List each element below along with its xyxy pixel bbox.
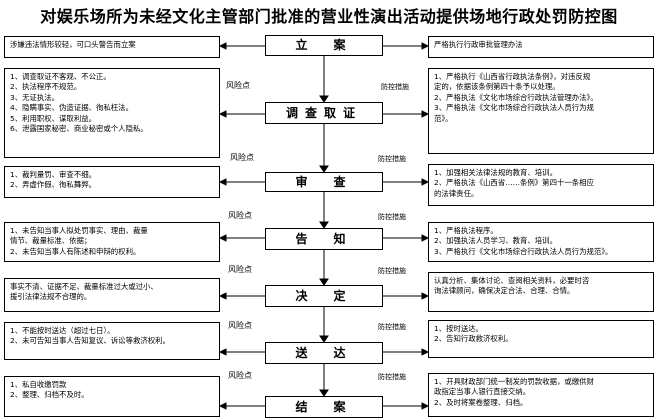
control-box-investigation: 1、严格执行《山西省行政执法条例》，对违反规 定的，依据该条例第四十条予以处理。…: [428, 68, 654, 154]
risk-line: 1、裁判量罚、审查不细。: [10, 170, 97, 179]
control-box-review: 1、加强相关法律法规的教育、培训。 2、严格执法《山西省……条例》第四十一条相应…: [428, 164, 654, 206]
control-line: 1、严格执行《山西省行政执法条例》，对违反规: [434, 72, 591, 81]
risk-line: 援引法律法规不合理的。: [10, 292, 92, 302]
control-line: 1、严格执法程序。: [434, 226, 498, 235]
risk-line: 事实不清、证据不足、裁量标准过大或过小、: [10, 282, 158, 291]
control-line: 1、开具财政部门统一制发的罚款收据，或缴供财: [434, 377, 594, 386]
stage-notice: 告 知: [265, 228, 383, 250]
control-label: 防控措施: [378, 213, 406, 221]
control-box-delivery: 1、按时送达。 2、告知行政救济权利。: [428, 320, 654, 358]
control-line: 2、加强执法人员学习、教育、培训。: [434, 236, 557, 246]
risk-box-review: 1、裁判量罚、审查不细。 2、弄虚作假、徇私舞弊。: [4, 166, 220, 198]
risk-line: 4、隐瞒事实、伪造证据、徇私枉法。: [10, 103, 133, 113]
stage-closing: 结 案: [265, 396, 383, 418]
control-line: 认真分析、集体讨论、查阅相关资料，必要时咨: [434, 276, 590, 285]
control-label: 防控措施: [378, 155, 406, 163]
control-line: 3、严格执行《文化市场综合行政执法人员行为规范》。: [434, 246, 613, 256]
control-line: 2、严格执法《文化市场综合行政执法管理办法》。: [434, 92, 598, 102]
control-box-closing: 1、开具财政部门统一制发的罚款收据，或缴供财 政指定当事人银行直接交纳。 2、及…: [428, 373, 654, 417]
risk-line: 1、私自收缴罚款: [10, 380, 67, 389]
stage-filing: 立 案: [265, 35, 383, 56]
risk-box-delivery: 1、不能按时送达（超过七日）。 2、未可告知当事人告知复议、诉讼等救济权利。: [4, 322, 220, 360]
risk-label: 风险点: [226, 81, 250, 90]
risk-box-investigation: 1、调查取证不客观、不公正。 2、执法程序不规范。 3、无证执法。 4、隐瞒事实…: [4, 68, 220, 158]
risk-box-decision: 事实不清、证据不足、裁量标准过大或过小、 援引法律法规不合理的。: [4, 278, 220, 312]
risk-line: 2、未告知当事人有陈述和申辩的权利。: [10, 246, 141, 256]
risk-line: 5、利用职权、谋取利益。: [10, 113, 97, 123]
control-label: 防控措施: [378, 323, 406, 331]
control-box-decision: 认真分析、集体讨论、查阅相关资料，必要时咨 询法律顾问，确保决定合法、合理、合情…: [428, 272, 654, 312]
risk-line: 2、弄虚作假、徇私舞弊。: [10, 180, 97, 190]
risk-line: 2、执法程序不规范。: [10, 82, 82, 92]
risk-box-notice: 1、未告知当事人拟处罚事实、理由、裁量 情节、裁量标准、依据； 2、未告知当事人…: [4, 222, 220, 262]
risk-line: 2、未可告知当事人告知复议、诉讼等救济权利。: [10, 336, 170, 346]
risk-box-filing: 涉嫌违法情形较轻，可口头警告而立案: [4, 36, 220, 58]
control-line: 2、告知行政救济权利。: [434, 334, 513, 344]
control-line: 范》。: [434, 113, 453, 123]
control-line: 政指定当事人银行直接交纳。: [434, 387, 531, 397]
control-line: 2、及时将案卷整理、归档。: [434, 397, 528, 407]
stage-decision: 决 定: [265, 285, 383, 307]
risk-label: 风险点: [228, 371, 252, 380]
control-label: 防控措施: [381, 83, 409, 91]
risk-box-closing: 1、私自收缴罚款 2、整理、归档不及时。: [4, 376, 220, 417]
control-line: 2、严格执法《山西省……条例》第四十一条相应: [434, 178, 594, 188]
risk-label: 风险点: [228, 211, 252, 220]
control-line: 1、按时送达。: [434, 324, 484, 333]
control-line: 的法律责任。: [434, 188, 479, 198]
risk-line: 1、未告知当事人拟处罚事实、理由、裁量: [10, 226, 148, 235]
risk-label: 风险点: [228, 321, 252, 330]
risk-label: 风险点: [230, 153, 254, 162]
control-line: 定的，依据该条例第四十条予以处理。: [434, 82, 560, 92]
control-box-notice: 1、严格执法程序。 2、加强执法人员学习、教育、培训。 3、严格执行《文化市场综…: [428, 222, 654, 262]
stage-investigation: 调查取证: [265, 102, 383, 124]
page-title: 对娱乐场所为未经文化主管部门批准的营业性演出活动提供场地行政处罚防控图: [40, 7, 618, 26]
stage-delivery: 送 达: [265, 342, 383, 364]
control-label: 防控措施: [378, 267, 406, 275]
risk-line: 1、不能按时送达（超过七日）。: [10, 326, 115, 335]
control-label: 防控措施: [378, 373, 406, 381]
control-line: 3、严格执法《文化市场综合行政执法人员行为规: [434, 103, 594, 113]
control-line: 严格执行行政审批管理办法: [434, 40, 523, 49]
risk-line: 1、调查取证不客观、不公正。: [10, 72, 111, 81]
risk-line: 涉嫌违法情形较轻，可口头警告而立案: [10, 40, 136, 49]
control-line: 询法律顾问，确保决定合法、合理、合情。: [434, 286, 575, 296]
risk-line: 6、泄露国家秘密、商业秘密或个人隐私。: [10, 124, 148, 134]
risk-label: 风险点: [228, 265, 252, 274]
risk-line: 2、整理、归档不及时。: [10, 390, 89, 400]
risk-line: 情节、裁量标准、依据；: [10, 236, 92, 246]
control-line: 1、加强相关法律法规的教育、培训。: [434, 168, 557, 177]
risk-line: 3、无证执法。: [10, 92, 60, 102]
control-box-filing: 严格执行行政审批管理办法: [428, 36, 654, 58]
stage-review: 审 查: [265, 172, 383, 192]
